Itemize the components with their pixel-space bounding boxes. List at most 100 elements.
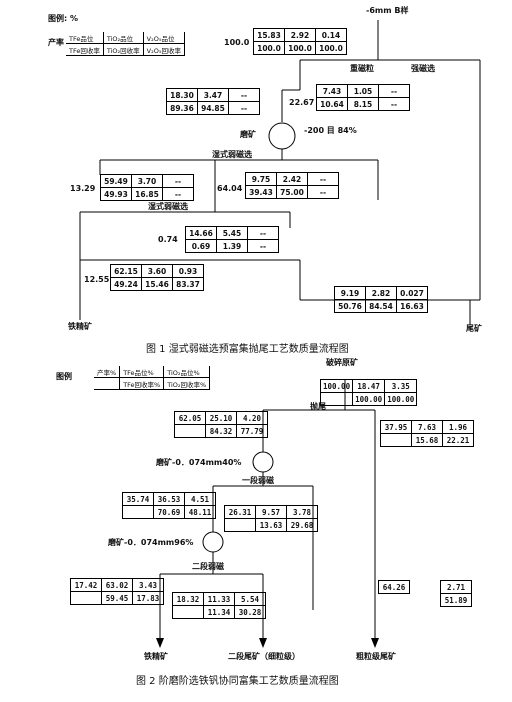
fig1-conc-label: 铁精矿	[68, 322, 92, 331]
cell: --	[228, 88, 260, 102]
cell: 5.45	[216, 226, 248, 240]
cell: 3.60	[141, 264, 173, 278]
cell: 59.49	[100, 174, 132, 188]
cell: 3.35	[384, 379, 418, 393]
legend-cell: TFe回收率%	[119, 377, 165, 390]
fig2-out-fine-tail: 二段尾矿（细粒级）	[228, 652, 300, 661]
cell: 100.00	[352, 392, 386, 406]
cell: 13.63	[255, 518, 287, 532]
fig1-m-yield: 0.74	[158, 235, 178, 244]
cell: 100.00	[384, 392, 418, 406]
legend-cell: TFe品位	[66, 32, 104, 44]
cell: 1.39	[216, 239, 248, 253]
fig2-mag-1: 一段弱磁	[242, 476, 274, 485]
cell: --	[307, 172, 339, 186]
fig2-ore-label: 破碎原矿	[326, 358, 358, 367]
cell: 22.21	[442, 433, 474, 447]
cell: 36.53	[153, 492, 185, 506]
cell: 9.57	[255, 505, 287, 519]
legend-cell: TFe回收率	[66, 43, 104, 56]
fig2-legend-title: 图例	[56, 372, 72, 381]
cell: --	[228, 101, 260, 115]
cell: --	[247, 226, 279, 240]
fig2-caption: 图 2 阶磨阶选铁钒协同富集工艺数质量流程图	[136, 676, 339, 687]
cell: 64.26	[378, 580, 410, 594]
legend-cell: V₂O₅回收率	[143, 43, 185, 56]
fig1-conc-yield: 12.55	[84, 275, 110, 284]
cell: 0.69	[185, 239, 217, 253]
fig1-t1-yield: 64.04	[217, 184, 243, 193]
cell: 26.31	[224, 505, 256, 519]
cell: --	[162, 187, 194, 201]
cell: 7.43	[316, 84, 348, 98]
cell: 18.30	[166, 88, 198, 102]
cell: 4.20	[236, 411, 268, 425]
cell: 15.46	[141, 277, 173, 291]
fig2-grind-2: 磨矿-0．074mm96%	[108, 538, 194, 547]
legend-cell: TFe品位%	[119, 366, 165, 378]
cell: 100.0	[284, 41, 316, 55]
cell: 3.70	[131, 174, 163, 188]
cell: 37.95	[380, 420, 412, 434]
fig1-grind-spec: -200 目 84%	[304, 126, 357, 135]
cell: 2.71	[440, 580, 472, 594]
cell	[379, 594, 410, 607]
cell: 49.93	[100, 187, 132, 201]
fig1-cs-tail-yield: 22.67	[289, 98, 315, 107]
fig1-strong-label: 重磁粒	[350, 64, 374, 73]
fig2-grind-1: 磨矿-0．074mm40%	[156, 458, 242, 467]
cell: 49.24	[110, 277, 142, 291]
legend-cell: TiO₂品位	[103, 32, 144, 44]
fig1-c1-yield: 13.29	[70, 184, 96, 193]
cell: 17.83	[132, 591, 164, 605]
cell: 15.68	[411, 433, 443, 447]
fig1-sample-label: -6mm B样	[366, 6, 409, 15]
fig2-out-conc: 铁精矿	[144, 652, 168, 661]
cell: 18.32	[172, 592, 204, 606]
cell	[70, 591, 102, 605]
cell	[380, 433, 412, 447]
cell: 3.43	[132, 578, 164, 592]
cell: --	[378, 84, 410, 98]
cell: 11.34	[203, 605, 235, 619]
cell: 9.19	[334, 286, 366, 300]
cell: 100.00	[319, 379, 354, 393]
fig2-throw-label: 抛尾	[310, 402, 326, 411]
cell: 8.15	[347, 97, 379, 111]
legend-cell: V₂O₅品位	[143, 32, 185, 44]
cell: 94.85	[197, 101, 229, 115]
cell: 50.76	[334, 299, 366, 313]
cell: 7.63	[411, 420, 443, 434]
cell: 89.36	[166, 101, 198, 115]
legend-cell	[94, 377, 121, 390]
cell: --	[378, 97, 410, 111]
cell: --	[307, 185, 339, 199]
cell	[174, 424, 206, 438]
cell: 1.05	[347, 84, 379, 98]
fig1-legend-yield: 产率	[48, 38, 64, 47]
cell	[410, 594, 441, 607]
cell: 2.82	[365, 286, 397, 300]
cell: 15.83	[253, 28, 285, 42]
cell: 3.47	[197, 88, 229, 102]
fig2-out-coarse-tail: 粗粒级尾矿	[356, 652, 396, 661]
cell: 0.14	[315, 28, 347, 42]
cell: 63.02	[101, 578, 133, 592]
cell: 48.11	[184, 505, 216, 519]
cell: 0.93	[172, 264, 204, 278]
cell: 16.85	[131, 187, 163, 201]
fig1-wet-mag-1: 湿式弱磁选	[212, 150, 252, 159]
cell: 17.42	[70, 578, 102, 592]
cell: 83.37	[172, 277, 204, 291]
cell: 84.32	[205, 424, 237, 438]
fig1-tail-label: 强磁选	[411, 64, 435, 73]
cell: --	[162, 174, 194, 188]
fig2-mag-2: 二段弱磁	[192, 562, 224, 571]
